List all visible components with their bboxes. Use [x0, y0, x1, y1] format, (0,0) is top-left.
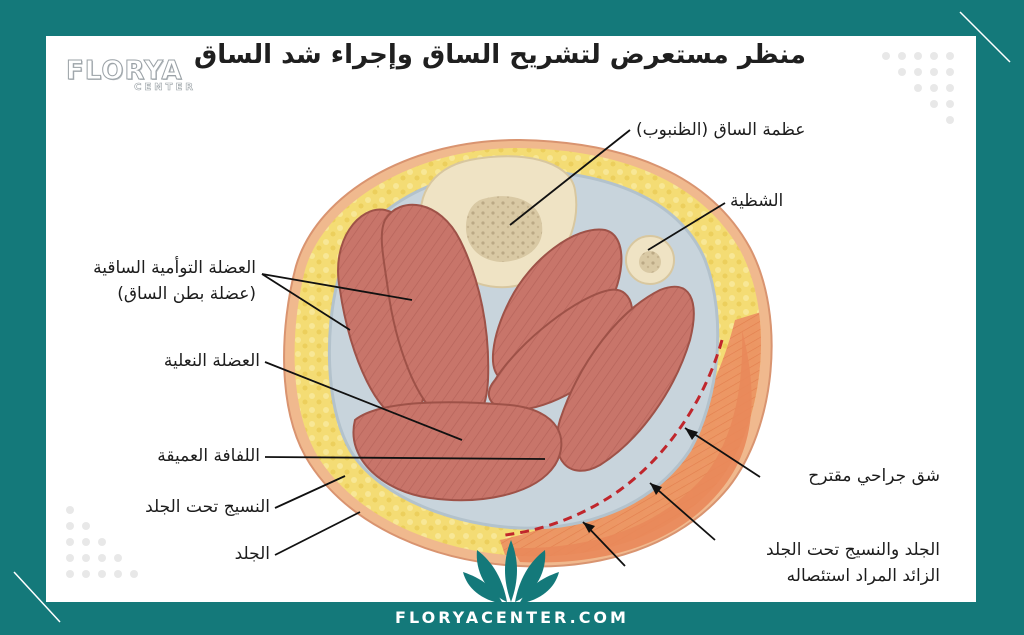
label-excess-line1: الجلد والنسيج تحت الجلد [766, 540, 940, 560]
peroneal-muscle [555, 285, 695, 472]
leader-arrowheads [583, 428, 698, 533]
brand-sub: CENTER [134, 82, 196, 94]
frame-corner-line [13, 571, 61, 623]
excess-tissue-skin [512, 330, 752, 563]
florya-logo-icon [463, 540, 559, 604]
footer-url: FLORYACENTER.COM [395, 608, 629, 627]
decor-dots-top-right [882, 52, 954, 124]
label-excess-line2: الزائد المراد استئصاله [786, 566, 940, 586]
label-fibula: الشظية [730, 191, 784, 211]
incision-line [504, 339, 724, 537]
label-subcutaneous: النسيج تحت الجلد [145, 497, 270, 517]
tibia-marrow [465, 196, 543, 262]
decor-dots-bottom-left [66, 506, 138, 578]
label-incision: شق جراحي مقترح [808, 466, 940, 486]
label-gastrocnemius-line2: (عضلة بطن الساق) [117, 284, 256, 304]
frame-corner-line [959, 11, 1011, 63]
page-title: منظر مستعرض لتشريح الساق وإجراء شد الساق [193, 40, 807, 70]
brand-name: FLORYA [66, 56, 183, 87]
label-gastrocnemius-line1: العضلة التوأمية الساقية [93, 258, 256, 278]
brand-logo: FLORYA CENTER [66, 56, 196, 94]
label-skin: الجلد [234, 544, 270, 564]
label-soleus: العضلة النعلية [163, 351, 260, 371]
label-tibia: عظمة الساق (الظنبوب) [636, 120, 806, 140]
label-deep-fascia: اللفافة العميقة [157, 446, 260, 466]
fibula-marrow [639, 251, 661, 273]
soleus-muscle [352, 401, 563, 502]
